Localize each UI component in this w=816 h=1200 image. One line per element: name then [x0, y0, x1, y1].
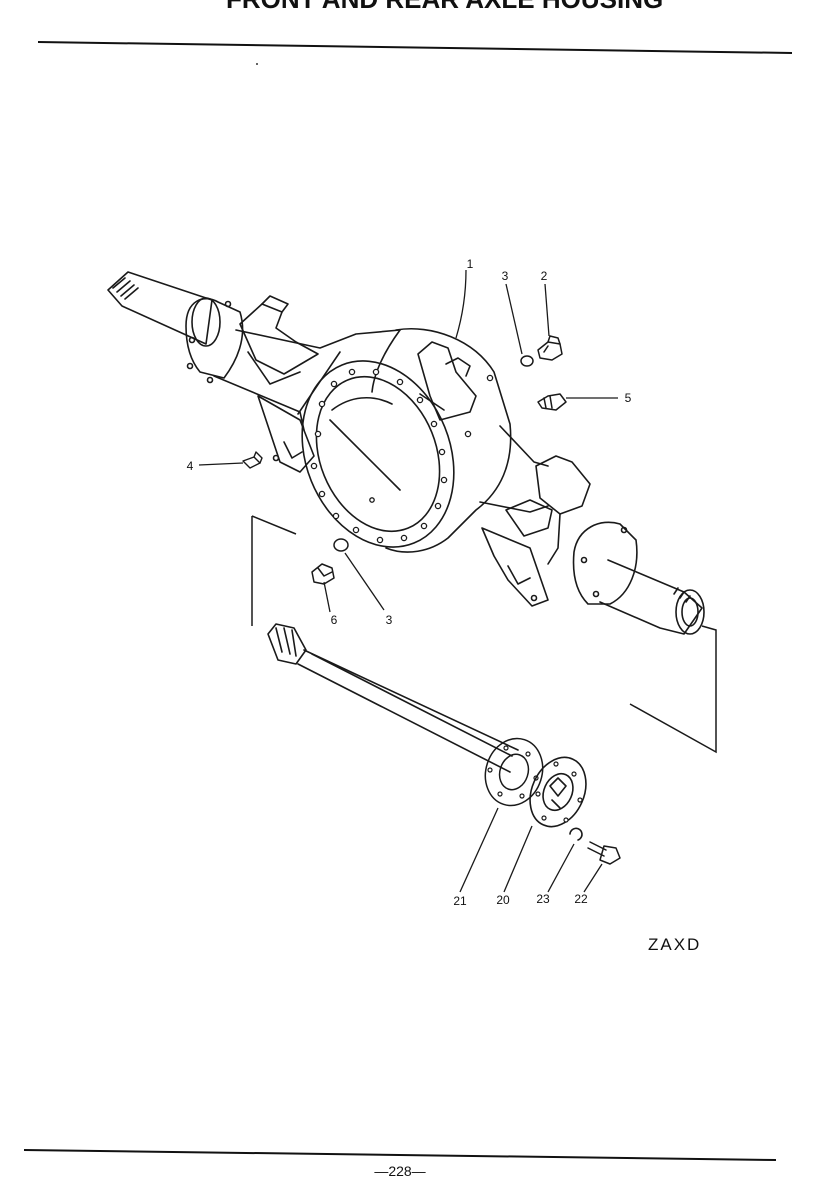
speck-mark — [256, 63, 258, 65]
callout-label: 22 — [574, 892, 588, 906]
plug-part-2 — [537, 335, 563, 361]
callout-label: 20 — [496, 893, 510, 907]
shaft-flange-part-20 — [529, 756, 587, 828]
shaft-gasket-holes — [487, 745, 539, 799]
flange-bolt-holes — [310, 368, 494, 544]
carrier-flange — [301, 360, 455, 548]
shaft-gasket-part-21 — [484, 737, 544, 807]
callout-label: 23 — [536, 892, 550, 906]
figure-code: ZAXD — [648, 935, 701, 954]
page-number: —228— — [374, 1163, 425, 1179]
callout-label: 3 — [502, 269, 509, 283]
callout-label: 1 — [467, 257, 474, 271]
header-rule — [37, 41, 793, 54]
shaft-flange-holes — [535, 761, 583, 823]
callout-label: 4 — [187, 459, 194, 473]
gasket-lower — [333, 538, 349, 552]
nipple-part-4 — [242, 451, 263, 469]
callout-label: 3 — [386, 613, 393, 627]
leader-lines — [198, 269, 618, 893]
axle-housing — [107, 271, 705, 635]
gasket-upper — [520, 355, 534, 367]
callout-label: 21 — [453, 894, 467, 908]
group-bracket-lines — [251, 515, 717, 754]
callout-label: 2 — [541, 269, 548, 283]
bolt-part-22 — [587, 841, 621, 865]
axle-shaft — [267, 623, 519, 773]
callout-label: 6 — [331, 613, 338, 627]
page-title: FRONT AND REAR AXLE HOUSING — [226, 0, 663, 14]
plug-part-6 — [311, 563, 335, 585]
breather-part-5 — [537, 393, 567, 411]
callout-label: 5 — [625, 391, 632, 405]
footer-rule — [23, 1149, 777, 1161]
washer-part-23 — [569, 827, 583, 841]
